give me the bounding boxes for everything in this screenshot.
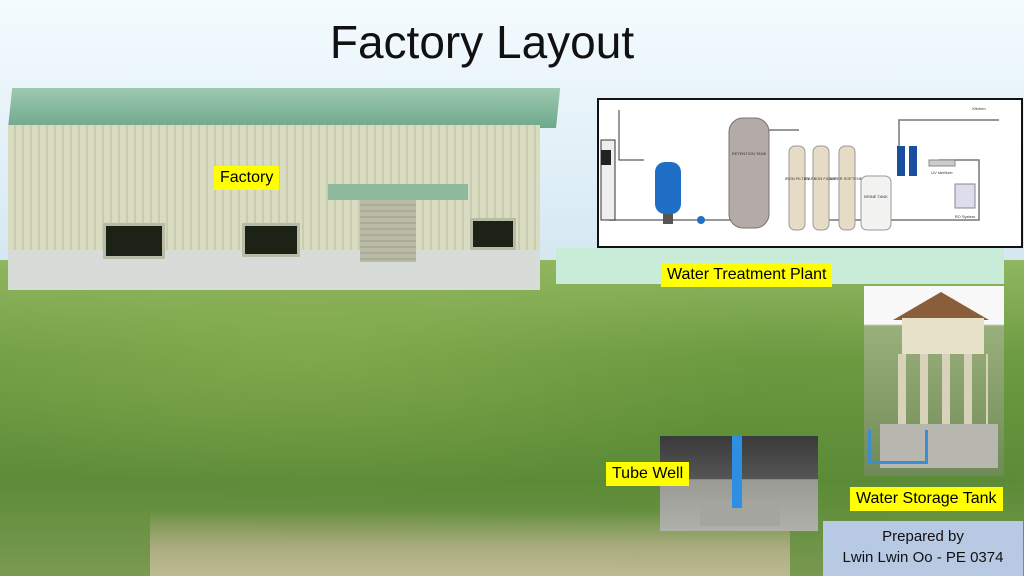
- uv-sterilizer-label: UV sterilizer: [931, 170, 953, 175]
- storage-tank-body: [902, 318, 984, 354]
- factory-door: [360, 200, 416, 262]
- water-softener: [838, 145, 856, 231]
- ro-system-label: RO System: [955, 214, 976, 219]
- factory-roof: [8, 88, 561, 128]
- water-treatment-label: Water Treatment Plant: [661, 263, 833, 287]
- page-title: Factory Layout: [329, 16, 635, 68]
- retention-tank: [728, 117, 770, 229]
- brine-tank: [860, 175, 892, 231]
- kitchen-label: Kitchen: [972, 106, 985, 111]
- water-treatment-diagram: RETENTION TANK IRON FILTER CARBON FILTER…: [597, 98, 1023, 248]
- author-name: Lwin Lwin Oo - PE 0374: [842, 549, 1004, 566]
- factory-window: [242, 223, 300, 257]
- factory-label: Factory: [214, 166, 280, 190]
- factory-canopy: [328, 184, 468, 200]
- storage-tank-base: [880, 424, 998, 468]
- factory-window: [470, 218, 516, 250]
- storage-tank-label: Water Storage Tank: [850, 487, 1003, 511]
- prepared-by-line: Prepared by: [882, 528, 964, 545]
- tube-well-label: Tube Well: [606, 462, 690, 486]
- pressure-tank: [655, 162, 681, 214]
- tube-well-pipe: [732, 436, 742, 508]
- factory-window: [103, 223, 165, 259]
- storage-tank-legs: [898, 354, 988, 424]
- carbon-filter-label: CARBON FILTER: [805, 176, 837, 181]
- brine-tank-label: BRINE TANK: [864, 194, 888, 199]
- carbon-filter: [812, 145, 830, 231]
- iron-filter: [788, 145, 806, 231]
- retention-tank-label: RETENTION TANK: [732, 151, 767, 156]
- prepared-by-box: Prepared by Lwin Lwin Oo - PE 0374: [823, 521, 1023, 576]
- storage-tank-rail: [868, 430, 928, 464]
- iron-filter-label: IRON FILTER: [785, 176, 810, 181]
- water-softener-label: WATER SOFTENER: [829, 176, 866, 181]
